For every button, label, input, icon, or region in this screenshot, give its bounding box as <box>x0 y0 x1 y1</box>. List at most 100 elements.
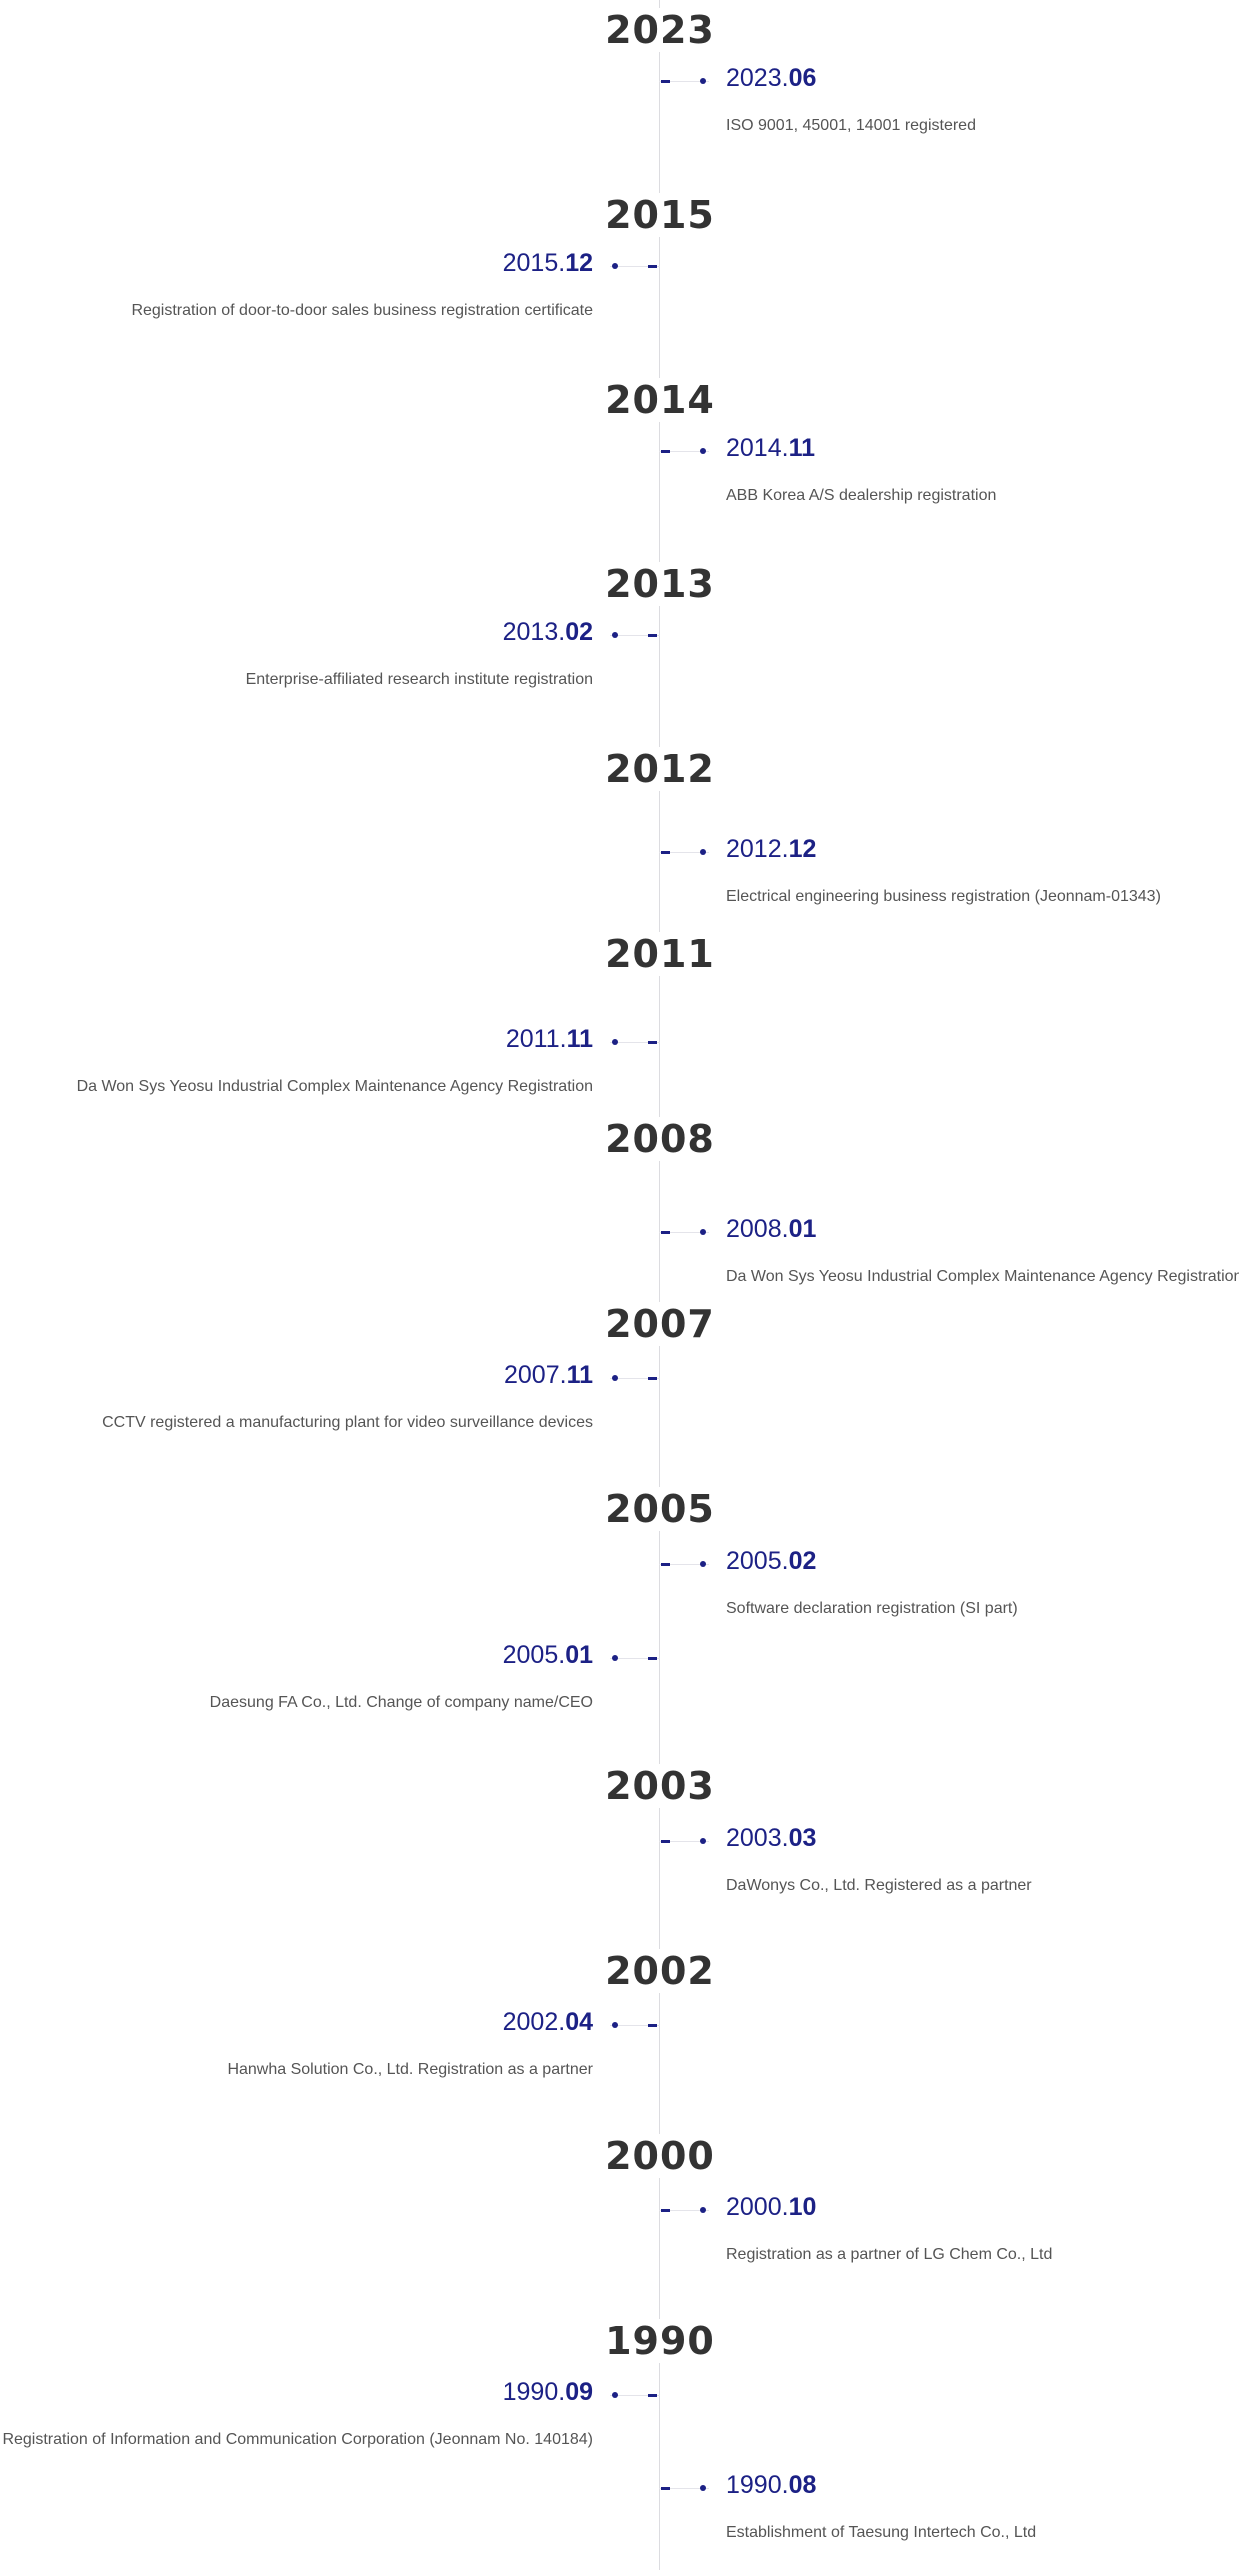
event-connector <box>610 266 660 267</box>
event-dash-marker <box>648 1377 657 1380</box>
event-description: CCTV registered a manufacturing plant fo… <box>102 1414 593 1431</box>
event-dot-marker <box>700 1838 706 1844</box>
event-date-year: 2002. <box>502 2008 566 2036</box>
event-description: Da Won Sys Yeosu Industrial Complex Main… <box>726 1268 1239 1285</box>
event-date: 2002.04 <box>503 2007 593 2037</box>
event-dash-marker <box>648 265 657 268</box>
event-description: Registration of door-to-door sales busin… <box>131 302 593 319</box>
event-dash-marker <box>648 2394 657 2397</box>
event-date-month: 11 <box>566 1025 593 1053</box>
event-connector <box>610 635 660 636</box>
event-dot-marker <box>612 632 618 638</box>
year-heading: 2011 <box>560 932 760 976</box>
year-heading: 2023 <box>560 8 760 52</box>
year-heading: 2012 <box>560 747 760 791</box>
event-dash-marker <box>648 634 657 637</box>
event-connector <box>659 451 709 452</box>
event-date-year: 2012. <box>726 835 789 863</box>
year-heading: 2013 <box>560 562 760 606</box>
event-date: 2005.02 <box>726 1546 816 1576</box>
event-date-year: 1990. <box>726 2471 789 2499</box>
event-date-month: 01 <box>788 1215 817 1243</box>
event-date-year: 2015. <box>502 249 566 277</box>
event-date: 2023.06 <box>726 63 816 93</box>
year-heading: 2002 <box>560 1949 760 1993</box>
timeline-axis-line <box>659 0 660 2570</box>
event-date: 2011.11 <box>506 1024 593 1054</box>
event-date: 2000.10 <box>726 2192 816 2222</box>
event-date-year: 2014. <box>726 434 789 462</box>
event-dot-marker <box>612 1375 618 1381</box>
event-date-year: 2011. <box>505 1025 567 1053</box>
event-description: Establishment of Taesung Intertech Co., … <box>726 2524 1037 2541</box>
event-date: 2012.12 <box>726 834 816 864</box>
event-date-month: 10 <box>788 2193 817 2221</box>
event-connector <box>659 2488 709 2489</box>
event-connector <box>659 1841 709 1842</box>
event-date-month: 12 <box>788 835 817 863</box>
event-connector <box>610 2025 660 2026</box>
event-date: 2013.02 <box>503 617 593 647</box>
event-dot-marker <box>612 1655 618 1661</box>
event-description: Software declaration registration (SI pa… <box>726 1600 1018 1617</box>
event-description: Daesung FA Co., Ltd. Change of company n… <box>209 1694 593 1711</box>
event-dot-marker <box>612 2392 618 2398</box>
year-heading: 2007 <box>560 1302 760 1346</box>
event-dash-marker <box>648 2024 657 2027</box>
event-dot-marker <box>700 2207 706 2213</box>
event-date-month: 08 <box>788 2471 817 2499</box>
event-connector <box>610 1042 660 1043</box>
year-heading: 2000 <box>560 2134 760 2178</box>
year-heading: 2003 <box>560 1764 760 1808</box>
event-connector <box>659 1564 709 1565</box>
event-dot-marker <box>700 2485 706 2491</box>
event-connector <box>659 852 709 853</box>
event-date-year: 1990. <box>502 2378 566 2406</box>
event-connector <box>659 2210 709 2211</box>
event-description: Registration as a partner of LG Chem Co.… <box>726 2246 1053 2263</box>
event-date-month: 01 <box>565 1641 593 1669</box>
year-heading: 1990 <box>560 2319 760 2363</box>
event-dot-marker <box>700 849 706 855</box>
event-date-year: 2000. <box>726 2193 789 2221</box>
event-connector <box>610 2395 660 2396</box>
event-date-month: 02 <box>788 1547 817 1575</box>
event-date: 1990.09 <box>503 2377 593 2407</box>
event-dash-marker <box>648 1041 657 1044</box>
event-description: Hanwha Solution Co., Ltd. Registration a… <box>227 2061 593 2078</box>
event-date-year: 2005. <box>726 1547 789 1575</box>
event-dash-marker <box>661 1563 670 1566</box>
event-connector <box>610 1378 660 1379</box>
event-date: 2007.11 <box>504 1360 593 1390</box>
event-description: Registration of Information and Communic… <box>2 2431 593 2448</box>
event-connector <box>659 81 709 82</box>
event-dash-marker <box>661 2209 670 2212</box>
event-description: Da Won Sys Yeosu Industrial Complex Main… <box>76 1078 593 1095</box>
event-description: Enterprise-affiliated research institute… <box>245 671 593 688</box>
event-dot-marker <box>700 1561 706 1567</box>
year-heading: 2014 <box>560 378 760 422</box>
event-dot-marker <box>612 263 618 269</box>
event-date-year: 2023. <box>726 64 789 92</box>
year-heading: 2015 <box>560 193 760 237</box>
event-connector <box>659 1232 709 1233</box>
event-dot-marker <box>700 78 706 84</box>
event-description: DaWonys Co., Ltd. Registered as a partne… <box>726 1877 1032 1894</box>
event-dot-marker <box>700 448 706 454</box>
event-date-year: 2003. <box>726 1824 789 1852</box>
event-date-year: 2005. <box>502 1641 566 1669</box>
year-heading: 2005 <box>560 1487 760 1531</box>
event-date-month: 02 <box>565 618 593 646</box>
event-date-month: 11 <box>566 1361 593 1389</box>
event-date-year: 2013. <box>502 618 566 646</box>
event-date-year: 2007. <box>504 1361 567 1389</box>
event-description: ISO 9001, 45001, 14001 registered <box>726 117 976 134</box>
event-dash-marker <box>648 1657 657 1660</box>
event-dash-marker <box>661 851 670 854</box>
event-dash-marker <box>661 1231 670 1234</box>
event-date-month: 11 <box>788 434 815 462</box>
event-date-month: 04 <box>565 2008 593 2036</box>
event-dot-marker <box>612 2022 618 2028</box>
event-date: 2014.11 <box>726 433 815 463</box>
